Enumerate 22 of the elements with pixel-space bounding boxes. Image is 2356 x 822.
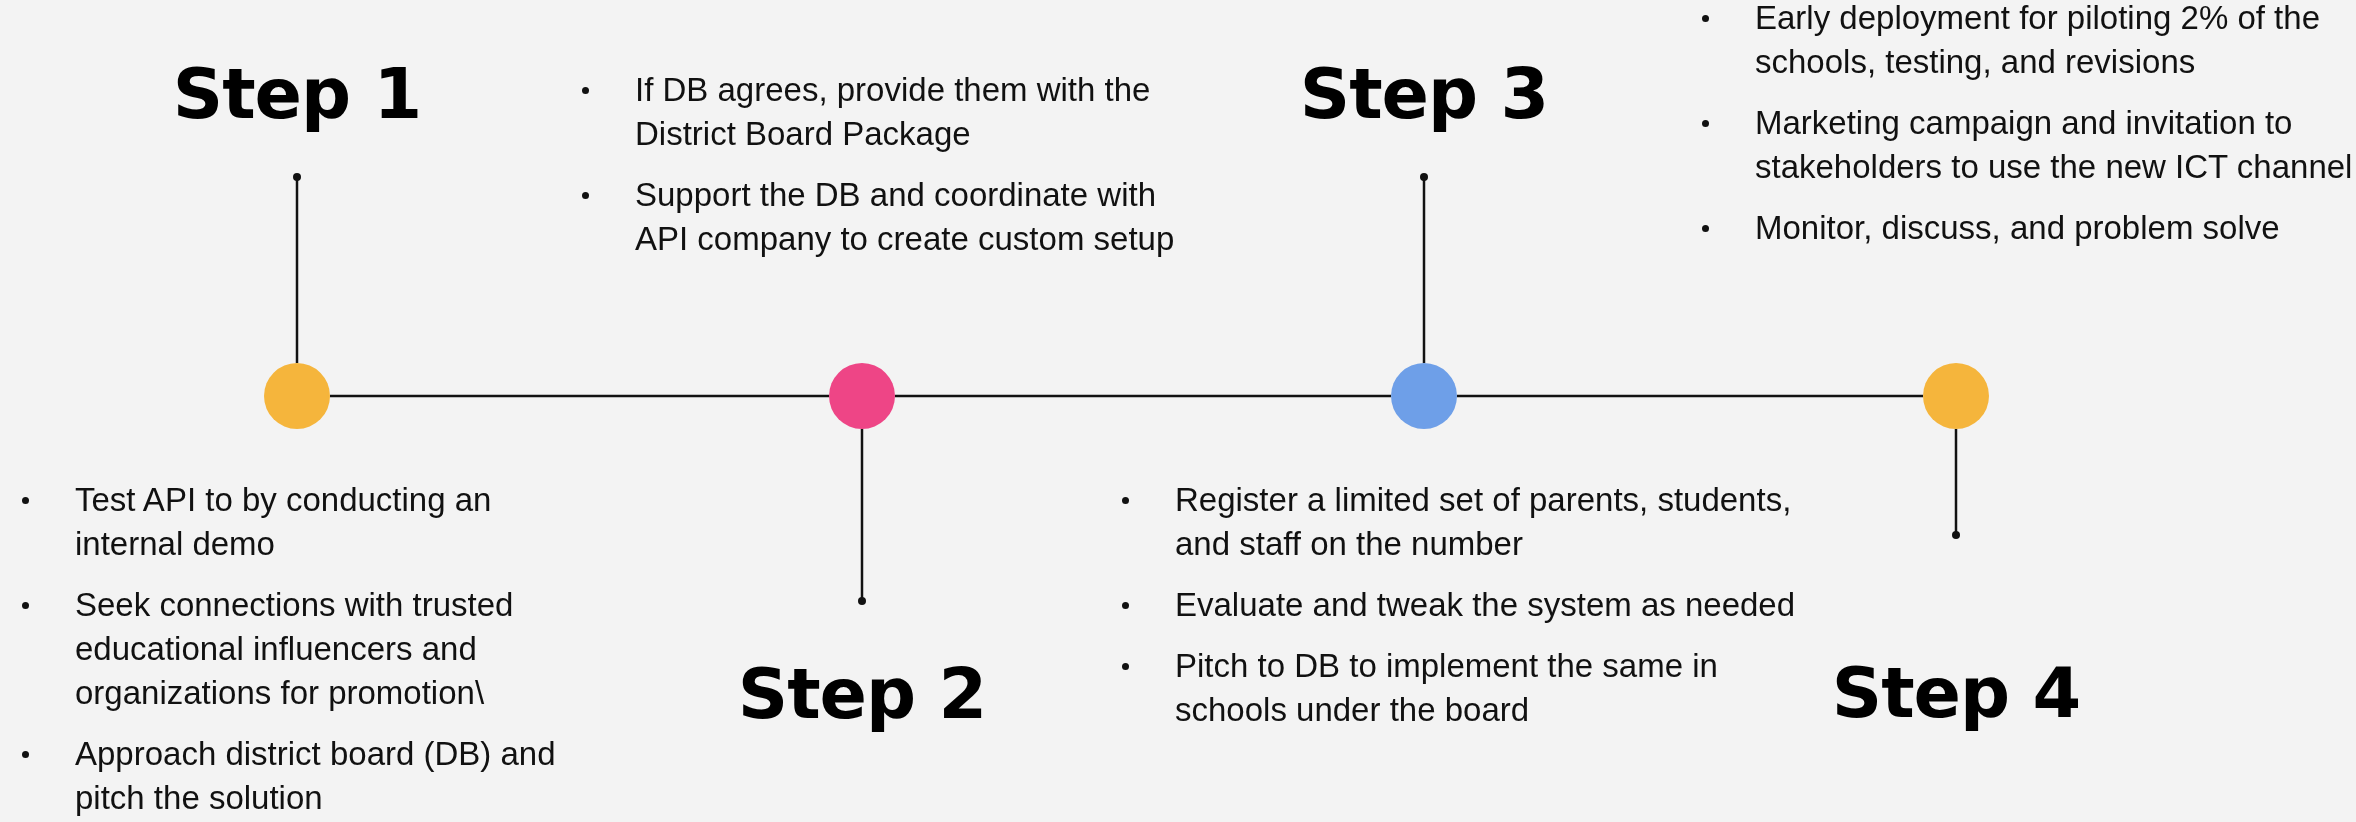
leader-line bbox=[1420, 173, 1428, 363]
bullet-point: If DB agrees, provide them with the District Board Package bbox=[560, 68, 1180, 156]
step-heading: Step 2 bbox=[737, 652, 987, 736]
bullet-point: Support the DB and coordinate with API company to create custom setup bbox=[560, 173, 1180, 261]
step-heading: Step 4 bbox=[1831, 651, 2081, 735]
bullet-point: Test API to by conducting an internal demo bbox=[0, 478, 600, 566]
leader-line bbox=[293, 173, 301, 363]
leader-line bbox=[1952, 429, 1960, 539]
bullet-point: Monitor, discuss, and problem solve bbox=[1680, 206, 2356, 250]
bullet-point: Marketing campaign and invitation to stakeholders to use the new ICT channel bbox=[1680, 101, 2356, 189]
bullet-point: Approach district board (DB) and pitch the solution bbox=[0, 732, 600, 820]
step-heading: Step 3 bbox=[1299, 52, 1549, 136]
bullet-point: Seek connections with trusted educational influencers and organizations for promotion\ bbox=[0, 583, 600, 715]
bullet-point: Pitch to DB to implement the same in schools under the board bbox=[1100, 644, 1820, 732]
leader-line bbox=[858, 429, 866, 605]
bullet-point: Evaluate and tweak the system as needed bbox=[1100, 583, 1820, 627]
bullet-point: Early deployment for piloting 2% of the schools, testing, and revisions bbox=[1680, 0, 2356, 84]
timeline-line bbox=[1457, 394, 1923, 398]
timeline-line bbox=[895, 394, 1391, 398]
step-heading: Step 1 bbox=[172, 52, 422, 136]
timeline-line bbox=[330, 394, 829, 398]
bullet-point: Register a limited set of parents, students, and staff on the number bbox=[1100, 478, 1820, 566]
